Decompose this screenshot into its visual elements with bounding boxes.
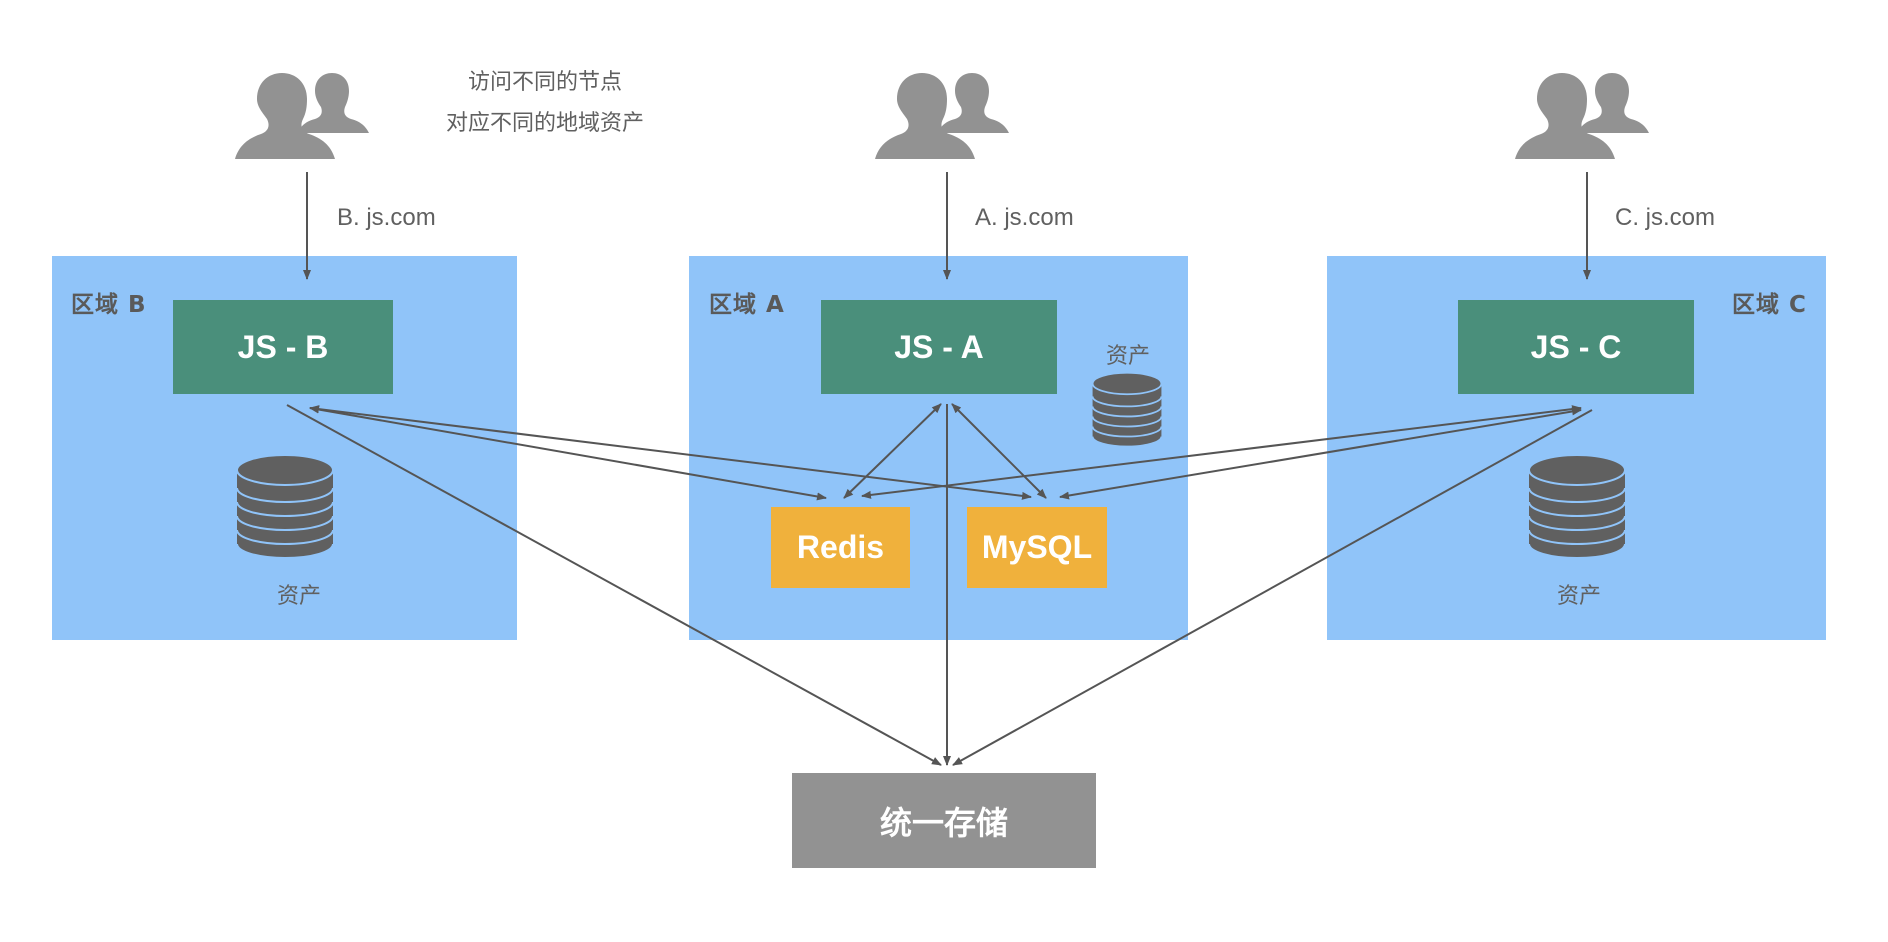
note-line-2: 对应不同的地域资产	[445, 111, 644, 136]
domain-label-a: A. js.com	[975, 204, 1074, 231]
database-icon-a	[1091, 372, 1163, 448]
asset-label-a: 资产	[1106, 344, 1151, 369]
region-a-label: 区域 A	[709, 292, 785, 318]
service-redis[interactable]: Redis	[771, 507, 910, 588]
domain-label-b: B. js.com	[337, 204, 436, 231]
node-js-c[interactable]: JS - C	[1458, 300, 1694, 394]
users-icon-b	[235, 73, 369, 159]
database-icon-b	[236, 454, 334, 559]
region-c-label: 区域 C	[1732, 292, 1807, 318]
region-b-label: 区域 B	[71, 292, 147, 318]
node-js-a[interactable]: JS - A	[821, 300, 1057, 394]
unified-storage[interactable]: 统一存储	[792, 773, 1096, 868]
database-icon-c	[1528, 454, 1626, 559]
asset-label-c: 资产	[1557, 584, 1602, 609]
users-icon-c	[1515, 73, 1649, 159]
asset-label-b: 资产	[277, 584, 322, 609]
domain-label-c: C. js.com	[1615, 204, 1716, 231]
node-js-b[interactable]: JS - B	[173, 300, 393, 394]
service-mysql[interactable]: MySQL	[967, 507, 1107, 588]
users-icon-a	[875, 73, 1009, 159]
note-line-1: 访问不同的节点	[467, 70, 622, 95]
note-text: 访问不同的节点 对应不同的地域资产	[420, 62, 670, 144]
